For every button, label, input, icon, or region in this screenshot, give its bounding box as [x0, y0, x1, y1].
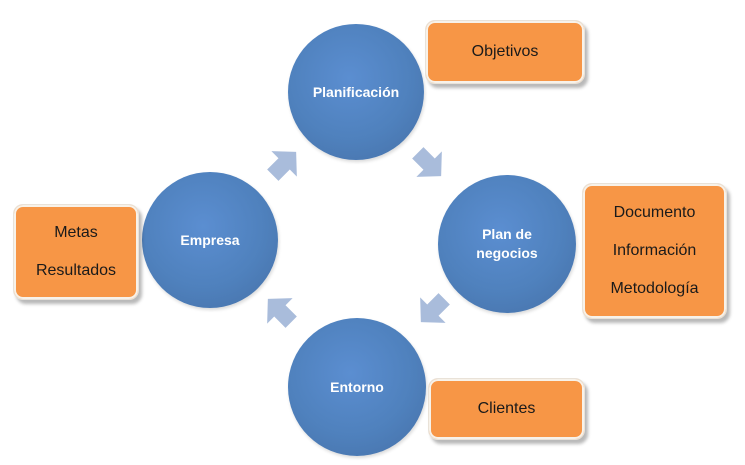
note-clientes: Clientes	[428, 378, 585, 440]
note-plan-negocios-line3: Metodología	[610, 280, 699, 297]
note-empresa-line1: Metas	[54, 224, 98, 241]
note-plan-negocios-line1: Documento	[613, 204, 696, 221]
note-plan-negocios-line2: Información	[612, 242, 697, 259]
arrow-planificacion-to-plan-negocios	[412, 147, 442, 177]
note-objetivos-line: Objetivos	[471, 43, 539, 60]
node-planificacion-label: Planificación	[312, 83, 400, 100]
note-clientes-line: Clientes	[477, 400, 536, 417]
node-plan-negocios-label-line2: negocios	[476, 245, 538, 261]
node-empresa-label: Empresa	[180, 231, 240, 248]
arrow-empresa-to-planificacion	[267, 151, 297, 181]
arrow-entorno-to-empresa	[267, 298, 297, 328]
node-empresa: Empresa	[142, 172, 278, 308]
node-plan-negocios: Plan de negocios	[438, 175, 576, 313]
node-plan-negocios-label-line1: Plan de	[482, 226, 532, 242]
arrow-plan-negocios-to-entorno	[420, 293, 450, 323]
node-entorno-label: Entorno	[330, 378, 384, 395]
note-empresa: Metas Resultados	[13, 204, 139, 300]
node-planificacion: Planificación	[288, 24, 424, 160]
note-plan-negocios: Documento Información Metodología	[582, 183, 727, 319]
note-empresa-line2: Resultados	[35, 262, 117, 279]
node-entorno: Entorno	[288, 318, 426, 456]
note-objetivos: Objetivos	[425, 20, 585, 84]
